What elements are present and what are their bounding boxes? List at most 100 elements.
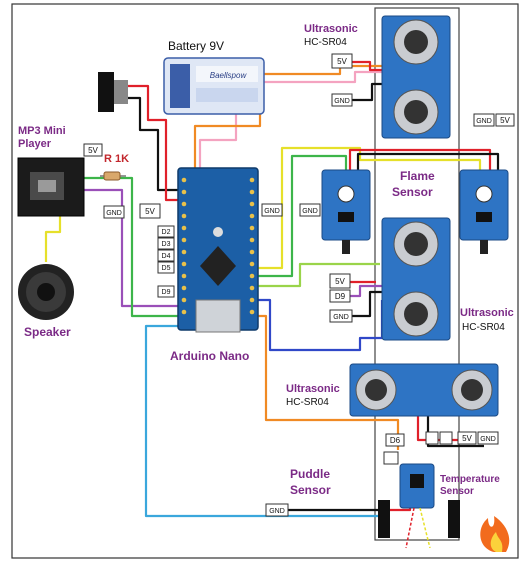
- tag-bottom-gnd-a: [425, 431, 439, 445]
- tag-right-gnd: [473, 113, 495, 127]
- tag-d3-text: D3: [162, 241, 171, 248]
- tag-us-mid-d9: [329, 289, 351, 303]
- speaker: [18, 264, 74, 320]
- tag-d2-text: D2: [162, 229, 171, 236]
- tag-d4-text: D4: [162, 253, 171, 260]
- label-us-top-line2: HC-SR04: [304, 37, 347, 48]
- tag-us-top-gnd-text: GND: [334, 98, 350, 105]
- tag-us-top-5v-text: 5V: [337, 57, 347, 66]
- ultrasonic-top: [381, 15, 451, 139]
- label-temp-line2: Sensor: [440, 486, 474, 497]
- wires: [44, 60, 500, 518]
- wire-mid-us-black: [352, 290, 384, 318]
- tag-temp-5v: [383, 451, 399, 465]
- wire-black-flame-bus: [356, 152, 500, 172]
- tag-mp3-5v-text: 5V: [88, 146, 98, 155]
- tag-bottom-gnd-text: GND: [480, 436, 496, 443]
- battery-switch: [98, 72, 128, 112]
- diagram-border: [11, 3, 519, 559]
- tag-d6: [385, 433, 405, 447]
- wire-purple-mp3: [82, 188, 178, 308]
- nano-pins-right: [249, 177, 255, 315]
- tag-mp3-gnd-text: GND: [106, 210, 122, 217]
- tag-right-5v-text: 5V: [500, 116, 510, 125]
- label-temp-line1: Temperature: [440, 474, 500, 485]
- flame-sensor-left: [321, 169, 371, 254]
- tag-right-5v: [495, 113, 515, 127]
- label-puddle-line2: Sensor: [290, 483, 331, 497]
- label-us-mid-line1: Ultrasonic: [460, 307, 514, 319]
- labels: Battery 9V MP3 Mini Player R 1K Speaker …: [18, 23, 514, 497]
- wire-yellow-speaker: [44, 214, 62, 262]
- label-battery: Battery 9V: [168, 39, 224, 53]
- wire-purple-us: [350, 284, 384, 298]
- tag-d5-text: D5: [162, 265, 171, 272]
- label-puddle-line1: Puddle: [290, 467, 330, 481]
- temperature-sensor: [399, 463, 435, 549]
- tag-d6-text: D6: [390, 436, 401, 445]
- wire-red-flame-bus: [348, 148, 492, 172]
- tag-nano-5v: [139, 203, 161, 219]
- tag-flame-gnd: [299, 203, 321, 217]
- wire-top-us-red: [352, 60, 382, 72]
- tag-d2: [157, 225, 175, 238]
- label-mp3-line1: MP3 Mini: [18, 125, 66, 137]
- wire-blue-us: [256, 298, 384, 352]
- nano-pins-left: [181, 177, 187, 315]
- tag-nano-gnd-text: GND: [264, 208, 280, 215]
- ultrasonic-middle: [381, 217, 451, 341]
- ultrasonic-bottom: [349, 363, 499, 417]
- tag-us-mid-5v: [329, 273, 351, 289]
- tag-us-top-5v: [331, 53, 353, 69]
- tag-mp3-5v: [83, 143, 103, 157]
- wire-lightgreen-us: [256, 262, 380, 288]
- arduino-nano: [177, 167, 259, 333]
- tag-puddle-gnd-text: GND: [269, 508, 285, 515]
- wire-yellow-flame: [256, 146, 482, 270]
- tag-bottom-5v: [457, 431, 477, 445]
- label-arduino: Arduino Nano: [170, 349, 249, 363]
- tag-right-gnd-text: GND: [476, 118, 492, 125]
- tag-us-mid-gnd: [329, 309, 353, 323]
- resistor-1k: [100, 171, 126, 181]
- tag-us-mid-d9-text: D9: [335, 292, 346, 301]
- label-speaker: Speaker: [24, 325, 71, 339]
- wire-green-flame: [256, 154, 348, 278]
- tag-d3: [157, 237, 175, 250]
- tag-puddle-gnd: [265, 503, 289, 517]
- tag-d4: [157, 249, 175, 262]
- wire-bottom-black: [426, 410, 484, 448]
- wire-battery-black: [128, 96, 180, 192]
- label-resistor: R 1K: [104, 153, 129, 165]
- label-us-mid-line2: HC-SR04: [462, 322, 505, 333]
- label-flame-line1: Flame: [400, 169, 435, 183]
- tag-d5: [157, 261, 175, 274]
- flame-sensor-right: [459, 169, 509, 254]
- label-mp3-line2: Player: [18, 138, 52, 150]
- label-us-top-line1: Ultrasonic: [304, 23, 358, 35]
- tag-nano-d9-text: D9: [162, 289, 171, 296]
- label-us-bottom-line2: HC-SR04: [286, 397, 329, 408]
- tag-nano-gnd: [261, 203, 283, 217]
- tag-us-mid-5v-text: 5V: [335, 277, 345, 286]
- label-us-bottom-line1: Ultrasonic: [286, 383, 340, 395]
- tag-nano-5v-text: 5V: [145, 207, 155, 216]
- mp3-mini-player: [17, 157, 85, 217]
- fire-icon: [480, 516, 510, 552]
- wire-orange-temp: [256, 314, 400, 450]
- tag-flame-gnd-text: GND: [302, 208, 318, 215]
- tag-nano-d9: [157, 285, 175, 298]
- tag-bottom-5v-text: 5V: [462, 434, 472, 443]
- puddle-sensor: [378, 500, 460, 538]
- tag-mp3-gnd: [103, 205, 125, 219]
- wire-top-us-black: [352, 82, 384, 102]
- battery-9v: Baellspow: [163, 57, 265, 115]
- tag-bottom-gnd-b: [439, 431, 453, 445]
- battery-brand: Baellspow: [210, 71, 248, 80]
- tag-us-top-gnd: [331, 93, 353, 107]
- tag-bottom-gnd: [477, 431, 499, 445]
- label-flame-line2: Sensor: [392, 185, 433, 199]
- tag-boxes: 5V GND 5V GND D2 D3 D4 D5 D9 5V GND GND …: [83, 53, 515, 517]
- tag-us-mid-gnd-text: GND: [333, 314, 349, 321]
